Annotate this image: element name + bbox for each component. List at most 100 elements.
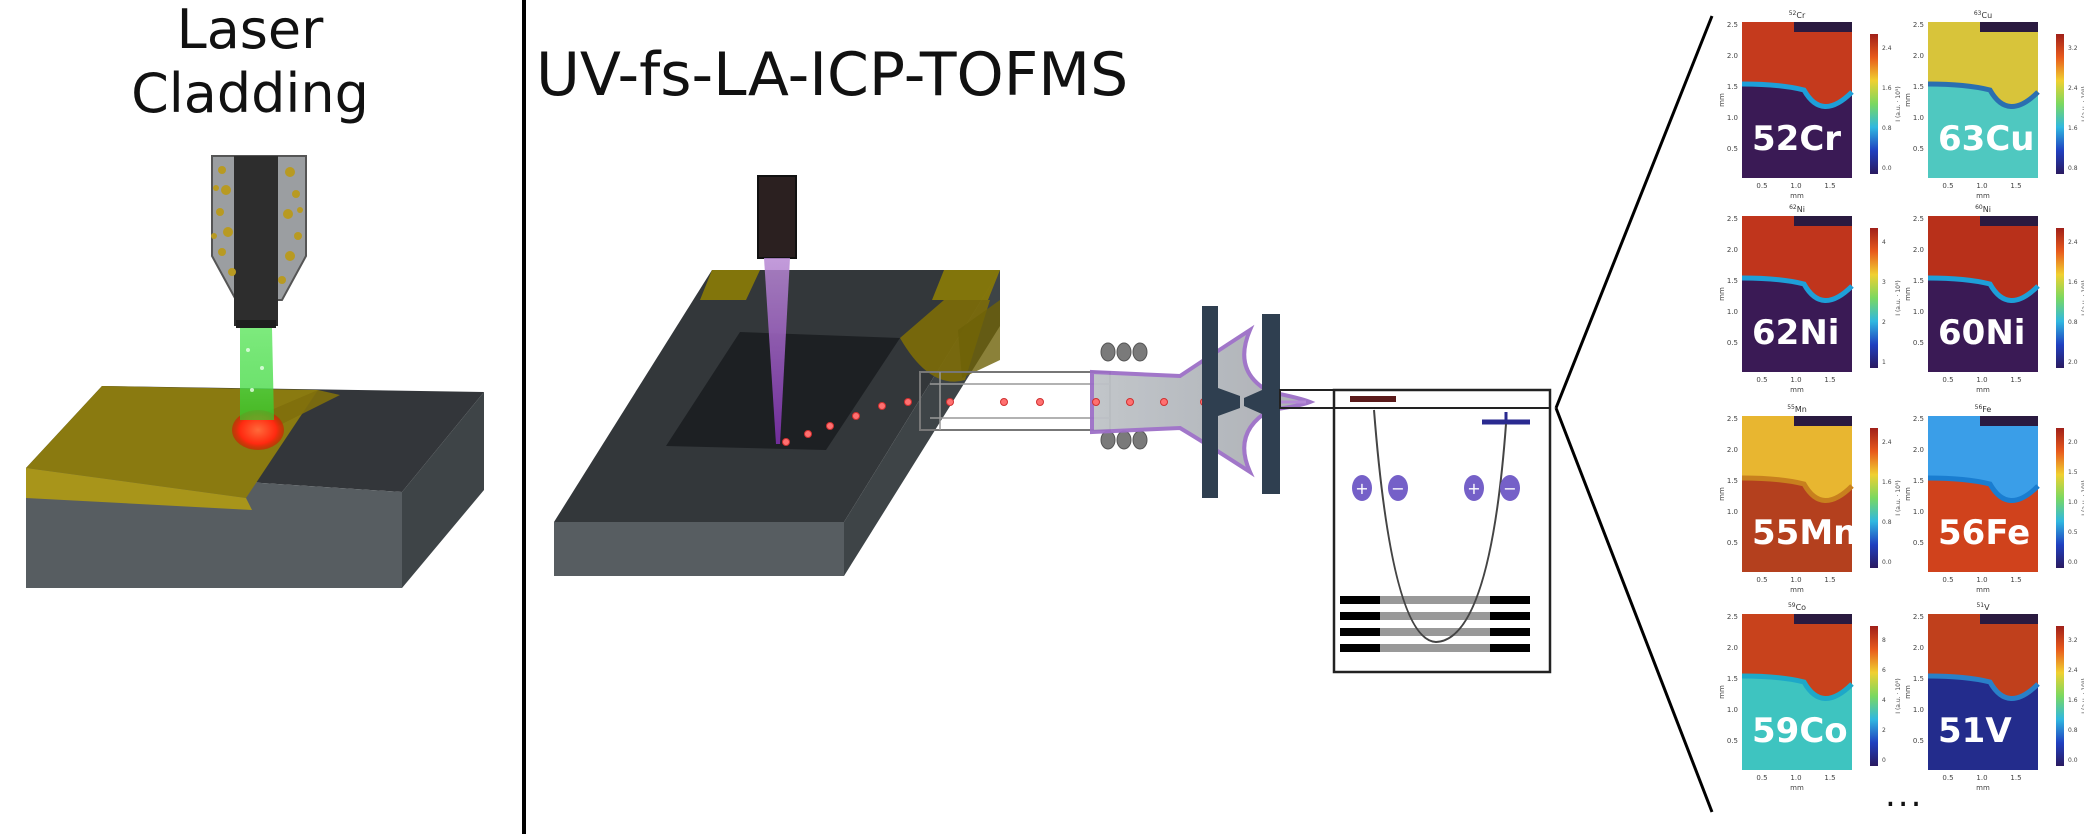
- colorbar-tick: 1.6: [2068, 125, 2078, 132]
- map-background: [1980, 416, 2038, 426]
- map-interface: [1927, 81, 2040, 109]
- map-title: 63Cu: [1974, 10, 1992, 20]
- map-y-tick: 2.0: [1727, 644, 1738, 652]
- map-y-tick: 1.0: [1727, 114, 1738, 122]
- map-x-tick: 1.5: [2010, 182, 2021, 190]
- laser-cladding-illustration: [26, 155, 484, 588]
- colorbar-label: I (a.u. · 10⁵): [1895, 280, 1902, 315]
- map-x-tick: 1.0: [1790, 182, 1801, 190]
- map-y-tick: 2.0: [1727, 246, 1738, 254]
- map-background: [1980, 216, 2038, 226]
- map-x-label: mm: [1976, 192, 1990, 200]
- map-x-tick: 1.5: [2010, 376, 2021, 384]
- map-y-tick: 1.0: [1727, 508, 1738, 516]
- zoom-line-top: [1554, 15, 1714, 409]
- ion-sign: −: [1391, 479, 1404, 498]
- map-y-label: mm: [1718, 93, 1726, 107]
- map-element-label: 62Ni: [1752, 313, 1839, 353]
- map-y-label: mm: [1904, 487, 1912, 501]
- map-y-tick: 0.5: [1913, 145, 1924, 153]
- map-y-tick: 2.5: [1913, 415, 1924, 423]
- colorbar-tick: 1.6: [2068, 697, 2078, 704]
- map-y-tick: 0.5: [1727, 145, 1738, 153]
- map-x-tick: 0.5: [1756, 774, 1767, 782]
- map-y-tick: 2.5: [1913, 613, 1924, 621]
- map-background: [1794, 614, 1852, 624]
- map-y-tick: 2.0: [1913, 246, 1924, 254]
- map-y-label: mm: [1904, 93, 1912, 107]
- map-y-tick: 2.0: [1913, 52, 1924, 60]
- map-y-label: mm: [1904, 287, 1912, 301]
- colorbar-tick: 3.2: [2068, 45, 2078, 52]
- map-y-tick: 2.5: [1913, 215, 1924, 223]
- colorbar-label: I (a.u. · 10⁵): [1895, 86, 1902, 121]
- colorbar-tick: 0.0: [1882, 165, 1892, 172]
- map-interface: [1927, 673, 2040, 701]
- map-x-label: mm: [1790, 386, 1804, 394]
- colorbar-tick: 0.8: [2068, 727, 2078, 734]
- zoom-line-bottom: [1554, 407, 1714, 813]
- map-y-tick: 1.0: [1727, 706, 1738, 714]
- sampler-cone: [1202, 306, 1218, 498]
- ablation-cell-front: [554, 522, 844, 576]
- map-y-tick: 2.5: [1727, 613, 1738, 621]
- map-interface: [1741, 275, 1854, 303]
- map-title: 56Fe: [1975, 404, 1992, 414]
- map-y-tick: 0.5: [1913, 737, 1924, 745]
- map-y-tick: 1.5: [1727, 675, 1738, 683]
- map-y-tick: 2.5: [1727, 415, 1738, 423]
- tof-chamber: [1332, 388, 1552, 674]
- colorbar: [1870, 34, 1878, 174]
- map-interface: [1741, 673, 1854, 701]
- map-element-label: 60Ni: [1938, 313, 2025, 353]
- ions: + − + −: [1352, 475, 1520, 501]
- colorbar-tick: 1.6: [1882, 479, 1892, 486]
- map-y-tick: 2.0: [1727, 52, 1738, 60]
- colorbar-tick: 6: [1882, 667, 1886, 674]
- colorbar-label: I (a.u. · 10⁵): [2081, 480, 2084, 515]
- map-y-tick: 2.0: [1913, 446, 1924, 454]
- colorbar: [2056, 626, 2064, 766]
- powder-particles: [211, 166, 303, 284]
- map-title: 51V: [1976, 602, 1990, 612]
- colorbar-tick: 4: [1882, 697, 1886, 704]
- map-y-tick: 2.0: [1913, 644, 1924, 652]
- ion-sign: −: [1503, 479, 1516, 498]
- map-background: [1794, 416, 1852, 426]
- map-element-label: 56Fe: [1938, 513, 2030, 553]
- map-y-tick: 1.5: [1913, 675, 1924, 683]
- map-element-label: 52Cr: [1752, 119, 1841, 159]
- colorbar-tick: 2.0: [2068, 439, 2078, 446]
- colorbar: [1870, 428, 1878, 568]
- map-title: 62Ni: [1789, 204, 1805, 214]
- map-x-tick: 1.0: [1976, 774, 1987, 782]
- clad-track-front: [26, 468, 252, 510]
- map-y-tick: 1.5: [1727, 477, 1738, 485]
- map-region-clad: [1928, 216, 2038, 301]
- colorbar-tick: 2: [1882, 727, 1886, 734]
- map-y-tick: 0.5: [1913, 539, 1924, 547]
- map-y-tick: 1.5: [1727, 83, 1738, 91]
- map-y-tick: 1.5: [1727, 277, 1738, 285]
- colorbar-tick: 0.8: [2068, 319, 2078, 326]
- la-icp-tofms-title: UV-fs-LA-ICP-TOFMS: [536, 40, 1129, 110]
- map-y-tick: 1.0: [1913, 308, 1924, 316]
- laser-beam: [240, 328, 274, 420]
- map-x-tick: 1.5: [2010, 576, 2021, 584]
- map-x-tick: 1.0: [1790, 774, 1801, 782]
- map-y-tick: 1.0: [1727, 308, 1738, 316]
- map-title: 60Ni: [1975, 204, 1991, 214]
- map-x-tick: 0.5: [1942, 376, 1953, 384]
- colorbar-tick: 0.8: [1882, 519, 1892, 526]
- colorbar-tick: 2.4: [1882, 45, 1892, 52]
- colorbar: [1870, 228, 1878, 368]
- skimmer-cone: [1262, 314, 1280, 494]
- map-y-tick: 2.0: [1727, 446, 1738, 454]
- more-maps-ellipsis: ...: [1885, 775, 1924, 815]
- map-region-clad: [1742, 416, 1852, 501]
- colorbar-tick: 0.0: [2068, 757, 2078, 764]
